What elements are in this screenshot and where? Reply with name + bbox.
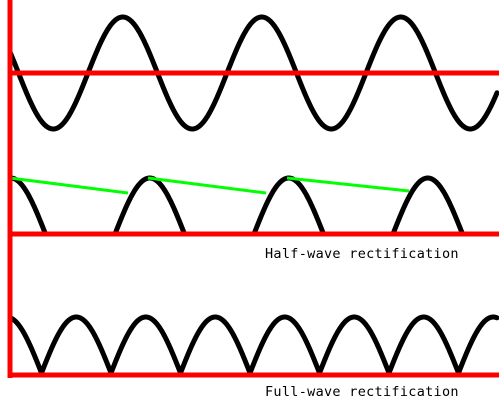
half-wave-caption: Half-wave rectification: [265, 246, 459, 262]
sine-wave: [7, 14, 499, 132]
full-wave-rectified: [7, 314, 499, 376]
full-wave-caption: Full-wave rectification: [265, 384, 459, 400]
half-wave-pulse-1: [7, 175, 48, 236]
half-wave-pulse-2: [112, 175, 187, 237]
half-wave-pulse-3: [251, 175, 326, 237]
half-wave-pulse-4: [390, 175, 465, 237]
ripple-line-3: [286, 176, 410, 193]
ripple-line-2: [147, 176, 267, 195]
ripple-line-1: [9, 176, 129, 195]
